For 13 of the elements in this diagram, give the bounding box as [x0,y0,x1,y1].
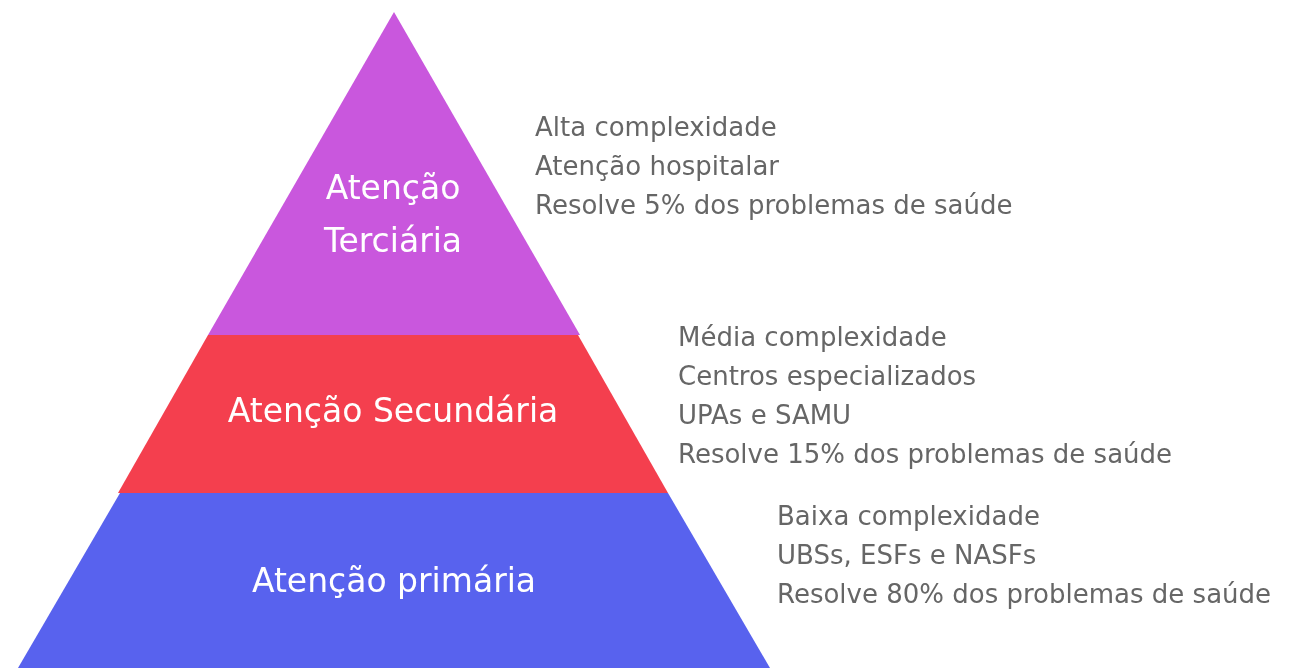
description-text: Alta complexidade [535,111,778,144]
description-text: Baixa complexidade [777,500,1041,533]
description-text: UPAs e SAMU [678,399,853,432]
tier-label: Atenção Terciária [322,167,464,262]
description-text: Resolve 80% dos problemas de saúde [777,578,1273,611]
description-text: UBSs, ESFs e NASFs [777,539,1038,572]
description-text: Atenção hospitalar [535,150,781,183]
tier-label: Atenção primária [250,560,538,602]
description-text: Centros especializados [678,360,978,393]
description-text: Média complexidade [678,321,948,354]
tier-label: Atenção Secundária [226,390,560,432]
description-text: Resolve 15% dos problemas de saúde [678,438,1174,471]
description-text: Resolve 5% dos problemas de saúde [535,189,1014,222]
